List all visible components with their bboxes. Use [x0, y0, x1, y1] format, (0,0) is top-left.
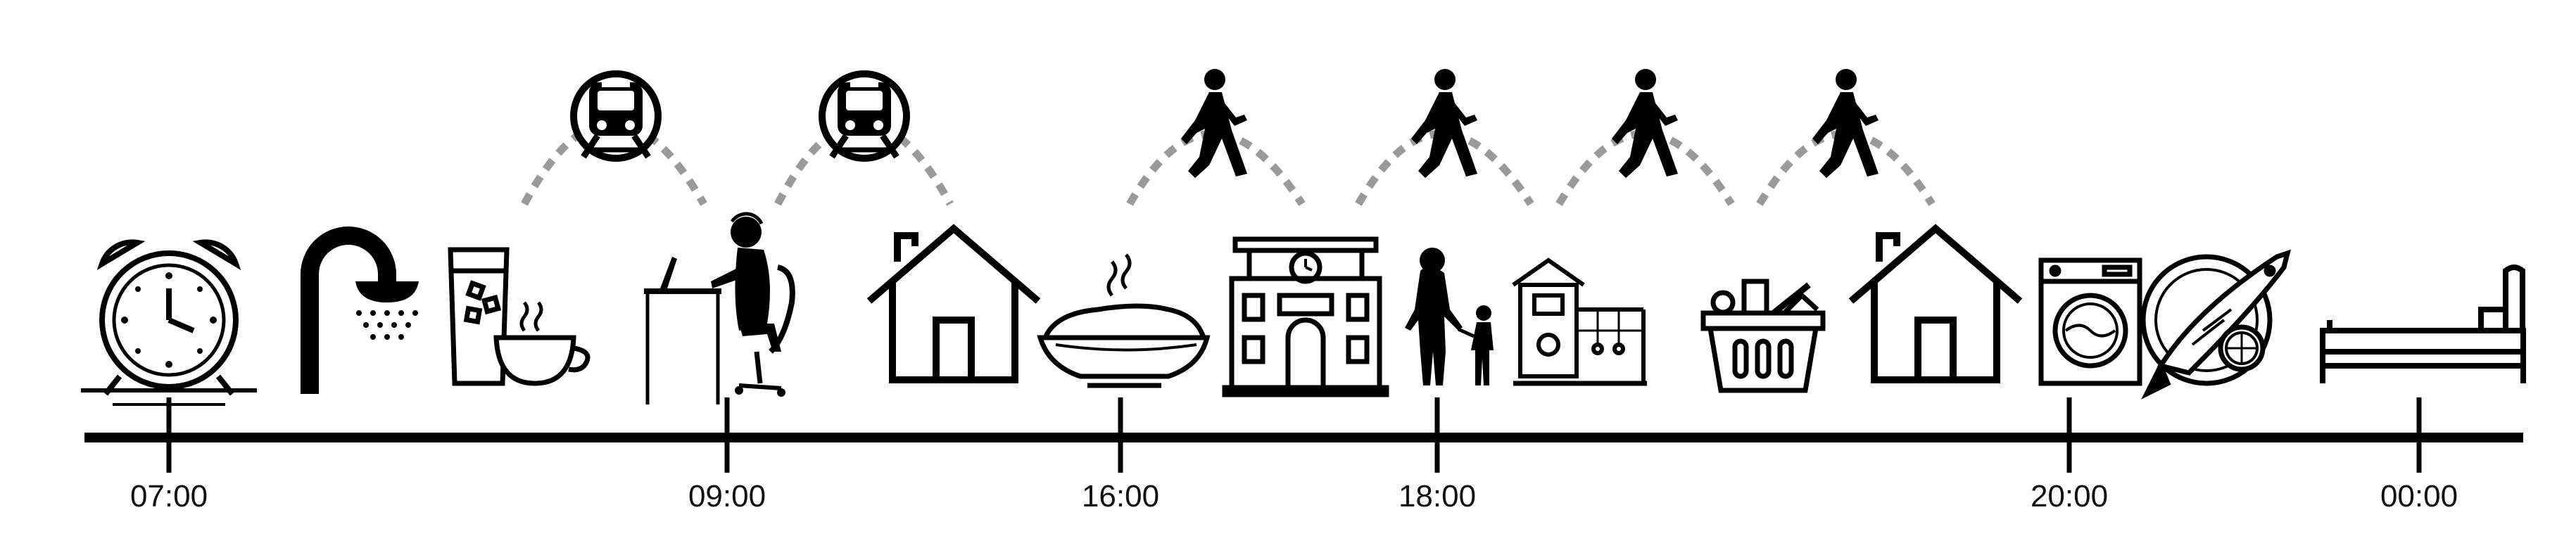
- grocery-basket-icon: [1700, 279, 1826, 393]
- food-bowl-icon: [1037, 253, 1211, 388]
- train-icon: [570, 70, 662, 162]
- bed-icon: [2320, 264, 2526, 383]
- fish-dinner-plate-icon: [2140, 249, 2291, 400]
- walking-person-icon: [1612, 69, 1678, 178]
- house-icon: [1848, 224, 2023, 383]
- house-icon: [866, 224, 1041, 383]
- breakfast-drink-and-coffee-icon: [448, 247, 591, 386]
- school-building-icon: [1222, 236, 1389, 397]
- commute-arc: [1355, 129, 1534, 206]
- walking-person-icon: [1812, 69, 1879, 178]
- parent-with-child-icon: [1405, 248, 1494, 385]
- tick-label-2000: 20:00: [2030, 479, 2109, 513]
- tick-label-0700: 07:00: [130, 479, 208, 513]
- commute-arc: [1756, 129, 1936, 206]
- playground-icon: [1512, 257, 1647, 386]
- tick-label-1600: 16:00: [1081, 479, 1160, 513]
- tick-label-0000: 00:00: [2380, 479, 2458, 513]
- washing-machine-icon: [2038, 257, 2142, 386]
- shower-icon: [301, 227, 419, 394]
- timeline-tick-marks: [166, 397, 2422, 473]
- walking-person-icon: [1181, 69, 1247, 178]
- tick-label-1800: 18:00: [1398, 479, 1477, 513]
- tick-label-0900: 09:00: [688, 479, 766, 513]
- commute-arc: [1126, 129, 1306, 206]
- person-working-at-desk-icon: [644, 212, 795, 404]
- walking-person-icon: [1411, 69, 1477, 178]
- train-icon: [819, 70, 910, 162]
- alarm-clock-icon: [81, 239, 257, 406]
- commute-arc: [1555, 129, 1735, 206]
